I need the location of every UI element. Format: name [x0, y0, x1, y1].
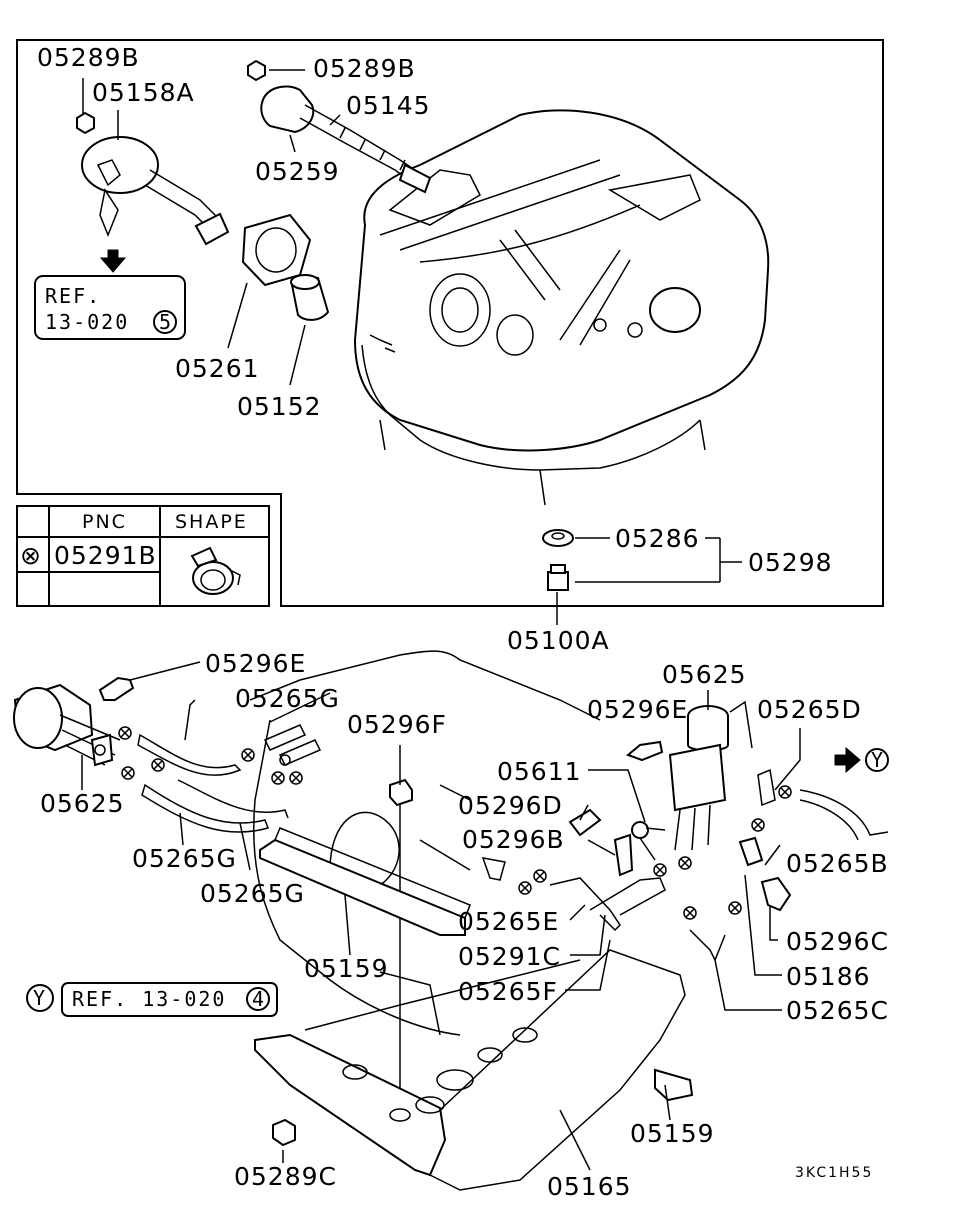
canister-05625-left [13, 683, 121, 767]
table-row-pnc: 05291B [54, 541, 157, 570]
pnc-table [16, 505, 270, 607]
arrow-down-icon [99, 249, 127, 273]
hose-05265D [757, 768, 776, 807]
hoses-05265G [137, 733, 289, 833]
ref-box-bottom [61, 982, 278, 1017]
label-05186: 05186 [786, 962, 871, 991]
ref-top-circle-text: 5 [159, 310, 173, 334]
nut-05289B-left [76, 111, 95, 135]
label-05165: 05165 [547, 1172, 632, 1201]
label-05265G-top: 05265G [235, 684, 340, 713]
drawing-code: 3KC1H55 [795, 1165, 873, 1181]
bolt-05296E-right [626, 740, 664, 762]
label-05145: 05145 [346, 91, 431, 120]
washer-05286 [542, 529, 574, 547]
y-marker-circle [26, 984, 54, 1012]
label-05265C: 05265C [786, 996, 889, 1025]
hose-05265E [549, 877, 666, 932]
clips-05291B-left [118, 726, 303, 785]
leader-lines-lower [81, 690, 801, 1171]
bolt-05296F [389, 778, 413, 1120]
y-marker-right-text: Y [871, 748, 885, 772]
label-05296D: 05296D [458, 791, 563, 820]
label-05265F: 05265F [458, 977, 558, 1006]
nut-05289C [272, 1118, 296, 1147]
label-05265G-mid: 05265G [132, 844, 237, 873]
label-05100A: 05100A [507, 626, 610, 655]
filter-05186 [738, 836, 764, 867]
label-05159-right: 05159 [630, 1119, 715, 1148]
label-05296F: 05296F [347, 710, 447, 739]
ref-bottom-circle-text: 4 [252, 987, 266, 1011]
label-05286: 05286 [615, 524, 700, 553]
label-05296E-right: 05296E [587, 695, 688, 724]
plug-05100A [547, 564, 569, 591]
tank-outline-lower [249, 650, 601, 1036]
ref-top-line2: 13-020 [45, 310, 129, 334]
ref-box-top [34, 275, 186, 340]
label-05291C: 05291C [458, 942, 561, 971]
label-05289B-top: 05289B [313, 54, 416, 83]
cover-plate-05259 [260, 85, 315, 134]
y-marker-right-circle [865, 748, 889, 772]
y-marker-text: Y [33, 986, 47, 1010]
hose-05265C [689, 929, 726, 962]
label-05296C: 05296C [786, 927, 889, 956]
label-05296E-left: 05296E [205, 649, 306, 678]
fuel-pump-05158A [81, 136, 230, 246]
leader-lines-upper [82, 69, 742, 625]
table-row-symbol: ⊗ [20, 541, 42, 570]
label-05265B: 05265B [786, 849, 889, 878]
ref-bottom-text: REF. 13-020 [72, 987, 226, 1011]
screw-05296B [613, 833, 634, 877]
label-05265E: 05265E [458, 907, 559, 936]
label-05265D: 05265D [757, 695, 862, 724]
fuel-tank-illustration [353, 109, 770, 506]
arrow-right-icon [834, 746, 861, 774]
nut-05289B-top [247, 59, 266, 82]
bolt-05296E-left [98, 676, 135, 701]
ref-top-circle [153, 310, 177, 334]
label-05259: 05259 [255, 157, 340, 186]
label-05625-right: 05625 [662, 660, 747, 689]
label-05289B-left: 05289B [37, 43, 140, 72]
label-05152: 05152 [237, 392, 322, 421]
part-05152 [290, 274, 330, 321]
valve-05611 [631, 821, 666, 861]
sender-05145 [299, 104, 431, 189]
label-05158A: 05158A [92, 78, 195, 107]
label-05611: 05611 [497, 757, 582, 786]
label-05296B: 05296B [462, 825, 565, 854]
table-header-pnc: PNC [82, 511, 127, 533]
upper-frame [16, 39, 884, 607]
protector-05165 [254, 949, 686, 1191]
clips-05291B-right [518, 785, 792, 920]
label-05298: 05298 [748, 548, 833, 577]
tank-connectors [263, 724, 322, 766]
label-05261: 05261 [175, 354, 260, 383]
hose-05265B [799, 789, 889, 841]
label-05265G-low: 05265G [200, 879, 305, 908]
screw-05296D [568, 808, 602, 837]
bracket-05159-right [654, 1068, 694, 1102]
clip-05296B [481, 857, 506, 881]
clamp-icon [190, 546, 241, 595]
ref-bottom-circle [246, 987, 270, 1011]
bolt-05296C [760, 876, 792, 912]
ref-top-line1: REF. [45, 284, 101, 308]
label-05289C: 05289C [234, 1162, 337, 1191]
valve-assembly-05625 [668, 700, 753, 851]
table-header-shape: SHAPE [175, 511, 248, 533]
label-05625-left: 05625 [40, 789, 125, 818]
label-05159-center: 05159 [304, 954, 389, 983]
